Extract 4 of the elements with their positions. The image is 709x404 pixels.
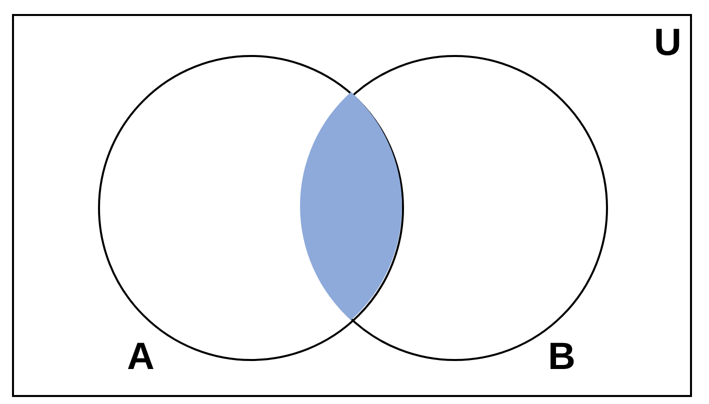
set-label: U (654, 24, 682, 62)
set-label: A (127, 338, 154, 376)
intersection-region (300, 92, 402, 320)
set-label: B (548, 338, 576, 376)
